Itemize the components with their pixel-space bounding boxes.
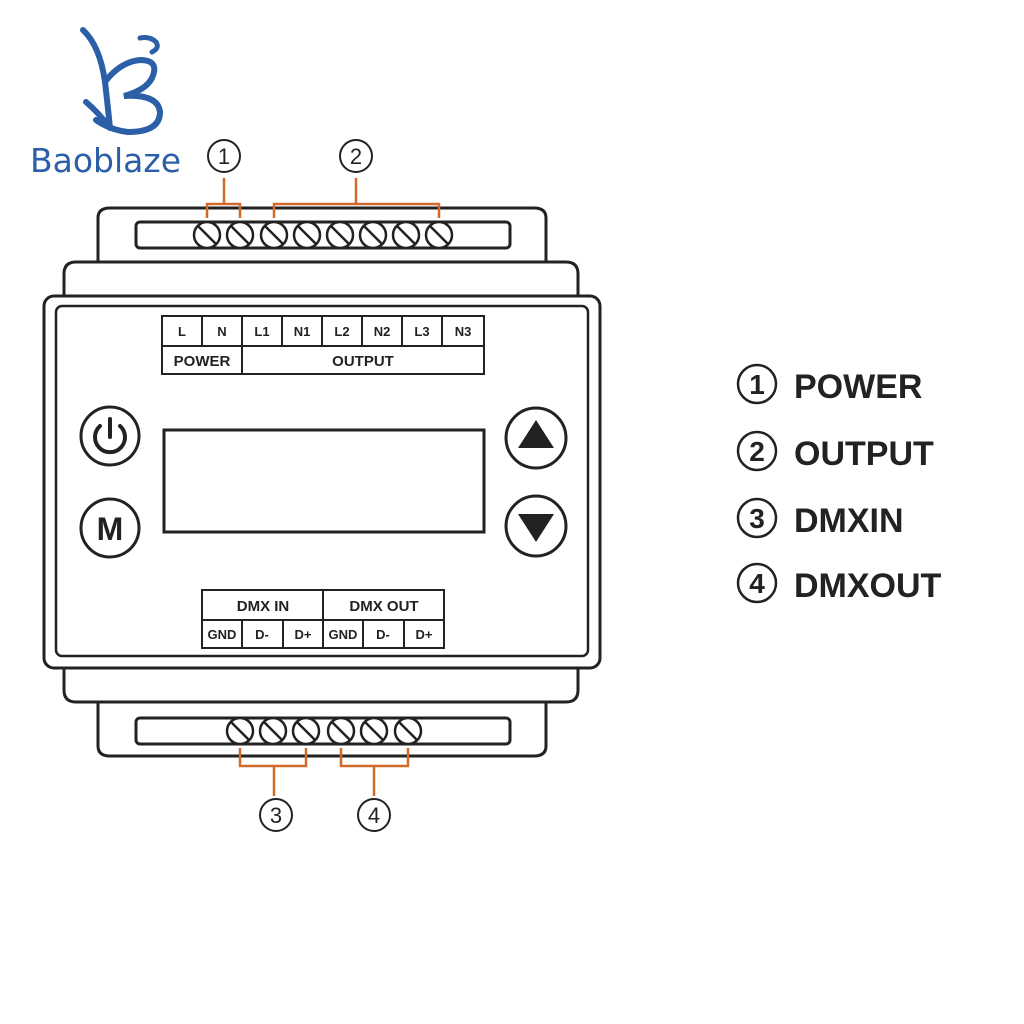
- legend-3-number: 3: [749, 503, 765, 534]
- legend-1-number: 1: [749, 369, 765, 400]
- dmx-in-dplus-label: D+: [295, 627, 312, 642]
- dmx-out-group-label: DMX OUT: [349, 598, 418, 615]
- terminal-label-l1: L1: [254, 324, 269, 339]
- top-terminal-housing: [62, 206, 580, 296]
- legend-2-number: 2: [749, 436, 765, 467]
- bottom-terminal-screw-icon: [225, 716, 255, 746]
- bottom-terminal-screw-icon: [291, 716, 321, 746]
- dmx-in-group-label: DMX IN: [237, 598, 290, 615]
- bottom-terminal-screw-icon: [258, 716, 288, 746]
- output-label-table: L N L1 N1 L2 N2 L3 N3 POWER OUTPUT: [161, 315, 485, 375]
- bottom-terminal-screw-icon: [393, 716, 423, 746]
- terminal-label-n: N: [217, 324, 226, 339]
- dmx-out-dplus-label: D+: [416, 627, 433, 642]
- triangle-up-icon: [518, 420, 554, 448]
- legend-2-label: OUTPUT: [794, 435, 934, 473]
- top-screw-row: [192, 220, 454, 250]
- top-terminal-screw-icon: [192, 220, 222, 250]
- triangle-down-icon: [518, 514, 554, 542]
- legend-3-label: DMXIN: [794, 502, 904, 540]
- power-icon: [93, 417, 127, 455]
- output-group-label: OUTPUT: [332, 353, 394, 370]
- top-terminal-screw-icon: [225, 220, 255, 250]
- mode-button[interactable]: M: [79, 497, 141, 559]
- legend-item-4: 4 DMXOUT: [736, 562, 942, 605]
- callout-3: 3: [259, 798, 293, 832]
- callout-1-number: 1: [218, 144, 230, 169]
- terminal-label-n1: N1: [294, 324, 311, 339]
- dmx-in-dminus-label: D-: [255, 627, 269, 642]
- bracket-power: [205, 202, 242, 218]
- bottom-terminal-screw-icon: [326, 716, 356, 746]
- legend-1-label: POWER: [794, 368, 922, 406]
- callout-4-number: 4: [368, 803, 380, 828]
- legend-4-label: DMXOUT: [794, 567, 942, 605]
- top-terminal-screw-icon: [391, 220, 421, 250]
- bracket-output: [272, 202, 441, 218]
- power-group-label: POWER: [174, 353, 231, 370]
- bottom-terminal-housing: [62, 668, 580, 758]
- dmx-label-table: DMX IN DMX OUT GND D- D+ GND D- D+: [201, 589, 445, 649]
- terminal-label-l2: L2: [334, 324, 349, 339]
- terminal-label-l3: L3: [414, 324, 429, 339]
- down-button[interactable]: [504, 494, 568, 558]
- bottom-screw-row: [225, 716, 423, 746]
- top-terminal-screw-icon: [325, 220, 355, 250]
- dmx-in-gnd-label: GND: [208, 627, 237, 642]
- terminal-label-n3: N3: [455, 324, 472, 339]
- legend-4-number: 4: [749, 568, 765, 599]
- top-terminal-screw-icon: [292, 220, 322, 250]
- legend-item-2: 2 OUTPUT: [736, 430, 934, 473]
- top-terminal-screw-icon: [424, 220, 454, 250]
- terminal-label-l: L: [178, 324, 186, 339]
- callout-1: 1: [207, 139, 241, 173]
- callout-2-number: 2: [350, 144, 362, 169]
- lcd-display: [162, 428, 486, 534]
- dmx-out-dminus-label: D-: [376, 627, 390, 642]
- callout-brackets: [205, 178, 441, 796]
- callout-3-number: 3: [270, 803, 282, 828]
- mode-button-label: M: [97, 511, 124, 547]
- top-terminal-screw-icon: [259, 220, 289, 250]
- brand-logo: Baoblaze: [30, 27, 181, 180]
- bottom-terminal-screw-icon: [359, 716, 389, 746]
- legend-item-1: 1 POWER: [736, 363, 922, 406]
- power-button[interactable]: [79, 405, 141, 467]
- brand-name: Baoblaze: [30, 141, 181, 180]
- legend-item-3: 3 DMXIN: [736, 497, 904, 540]
- up-button[interactable]: [504, 406, 568, 470]
- dmx-out-gnd-label: GND: [329, 627, 358, 642]
- terminal-label-n2: N2: [374, 324, 391, 339]
- legend: 1 POWER 2 OUTPUT 3 DMXIN 4 DMXOUT: [736, 363, 942, 605]
- callout-2: 2: [339, 139, 373, 173]
- top-terminal-screw-icon: [358, 220, 388, 250]
- callout-4: 4: [357, 798, 391, 832]
